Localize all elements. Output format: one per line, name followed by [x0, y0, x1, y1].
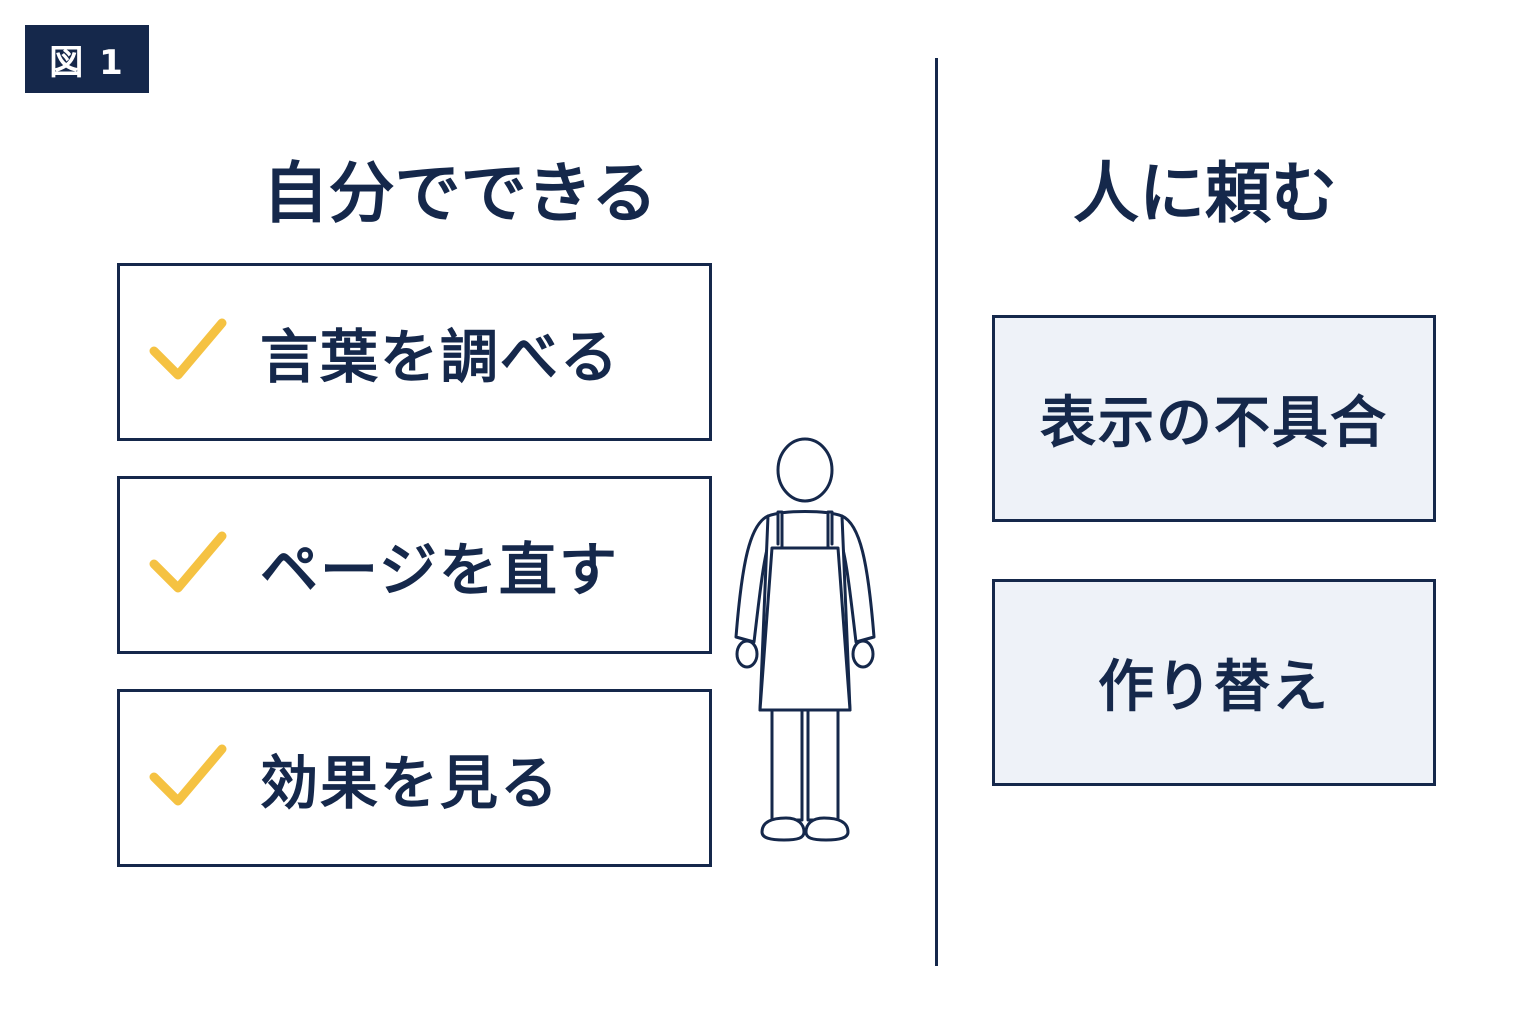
heading-self: 自分でできる — [262, 155, 658, 232]
figure-label: 図 1 — [25, 25, 149, 93]
self-item-box: ページを直す — [117, 476, 712, 654]
self-item-label: ページを直す — [260, 536, 619, 604]
check-icon — [149, 318, 227, 380]
self-item-label: 言葉を調べる — [260, 323, 621, 391]
ask-item-label: 作り替え — [1098, 655, 1330, 720]
ask-item-box: 作り替え — [992, 579, 1436, 786]
ask-item-box: 表示の不具合 — [992, 315, 1436, 522]
self-item-box: 効果を見る — [117, 689, 712, 867]
column-divider — [935, 58, 938, 966]
heading-ask-others: 人に頼む — [1073, 155, 1337, 232]
self-item-box: 言葉を調べる — [117, 263, 712, 441]
self-item-label: 効果を見る — [260, 749, 561, 817]
check-icon — [149, 744, 227, 806]
person-in-apron-icon — [734, 437, 876, 842]
check-icon — [149, 531, 227, 593]
ask-item-label: 表示の不具合 — [1040, 391, 1388, 456]
